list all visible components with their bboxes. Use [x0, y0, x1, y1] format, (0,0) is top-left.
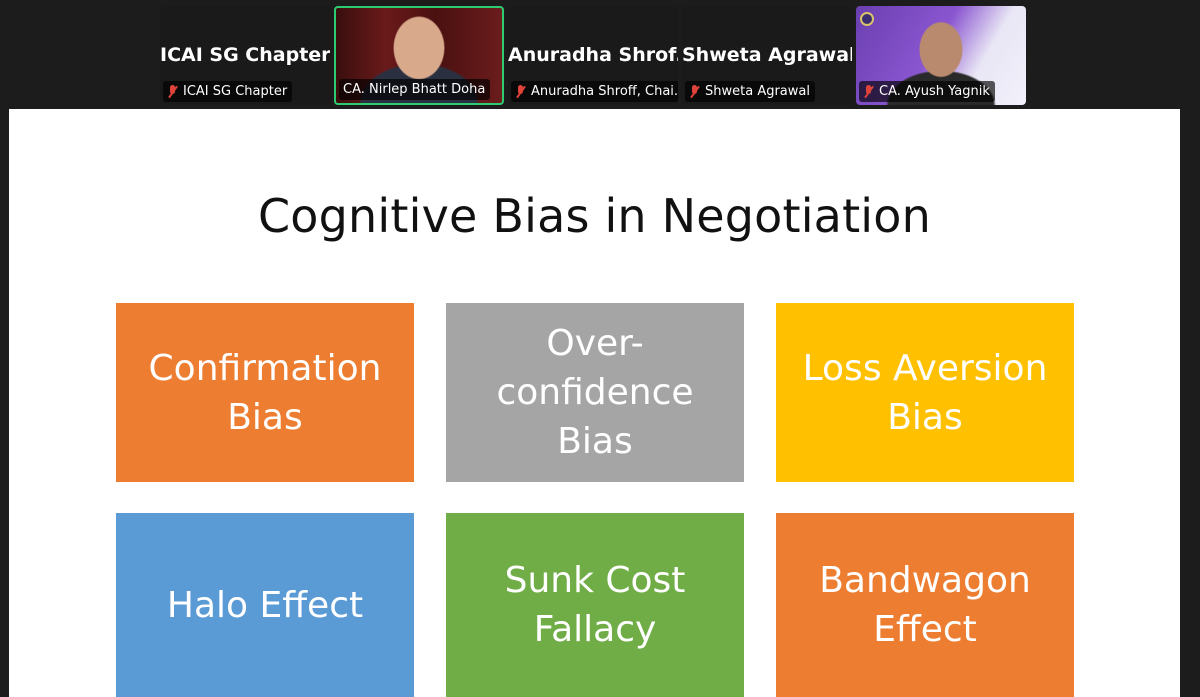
- participant-label-text: CA. Nirlep Bhatt Doha: [343, 82, 486, 97]
- participant-tile-ayush-yagnik[interactable]: CA. Ayush Yagnik: [856, 6, 1026, 105]
- participant-display-name: Shweta Agrawal: [682, 44, 852, 66]
- participant-tile-icai-sg-chapter[interactable]: ICAI SG Chapter ICAI SG Chapter: [160, 6, 330, 105]
- participant-label-text: Shweta Agrawal: [705, 84, 810, 99]
- participant-name-label: Shweta Agrawal: [685, 81, 815, 102]
- mic-muted-icon: [863, 84, 874, 99]
- slide-title: Cognitive Bias in Negotiation: [257, 189, 931, 243]
- mic-muted-icon: [689, 84, 700, 99]
- shared-slide: Cognitive Bias in Negotiation Confirmati…: [9, 109, 1180, 697]
- participant-tile-shweta-agrawal[interactable]: Shweta Agrawal Shweta Agrawal: [682, 6, 852, 105]
- bias-box-bandwagon: Bandwagon Effect: [776, 513, 1074, 697]
- bias-box-confirmation: Confirmation Bias: [116, 303, 414, 482]
- participant-name-label: CA. Ayush Yagnik: [859, 81, 995, 102]
- participant-display-name: ICAI SG Chapter: [160, 44, 330, 66]
- mic-muted-icon: [515, 84, 526, 99]
- participant-tile-nirlep-bhatt[interactable]: CA. Nirlep Bhatt Doha: [334, 6, 504, 105]
- bias-box-overconfidence: Over-confidence Bias: [446, 303, 744, 482]
- participant-display-name: Anuradha Shrof...: [508, 44, 678, 66]
- participant-name-label: CA. Nirlep Bhatt Doha: [339, 79, 491, 100]
- bias-box-sunk-cost: Sunk Cost Fallacy: [446, 513, 744, 697]
- participant-tile-anuradha-shroff[interactable]: Anuradha Shrof... Anuradha Shroff, Chai.…: [508, 6, 678, 105]
- participant-label-text: ICAI SG Chapter: [183, 84, 288, 99]
- participant-label-text: CA. Ayush Yagnik: [879, 84, 990, 99]
- bias-box-halo-effect: Halo Effect: [116, 513, 414, 697]
- participant-name-label: Anuradha Shroff, Chai...: [511, 81, 678, 102]
- bias-box-loss-aversion: Loss Aversion Bias: [776, 303, 1074, 482]
- institute-logo-icon: [860, 12, 874, 26]
- participant-strip: ICAI SG Chapter ICAI SG Chapter CA. Nirl…: [160, 6, 1031, 105]
- participant-name-label: ICAI SG Chapter: [163, 81, 293, 102]
- mic-muted-icon: [167, 84, 178, 99]
- participant-label-text: Anuradha Shroff, Chai...: [531, 84, 678, 99]
